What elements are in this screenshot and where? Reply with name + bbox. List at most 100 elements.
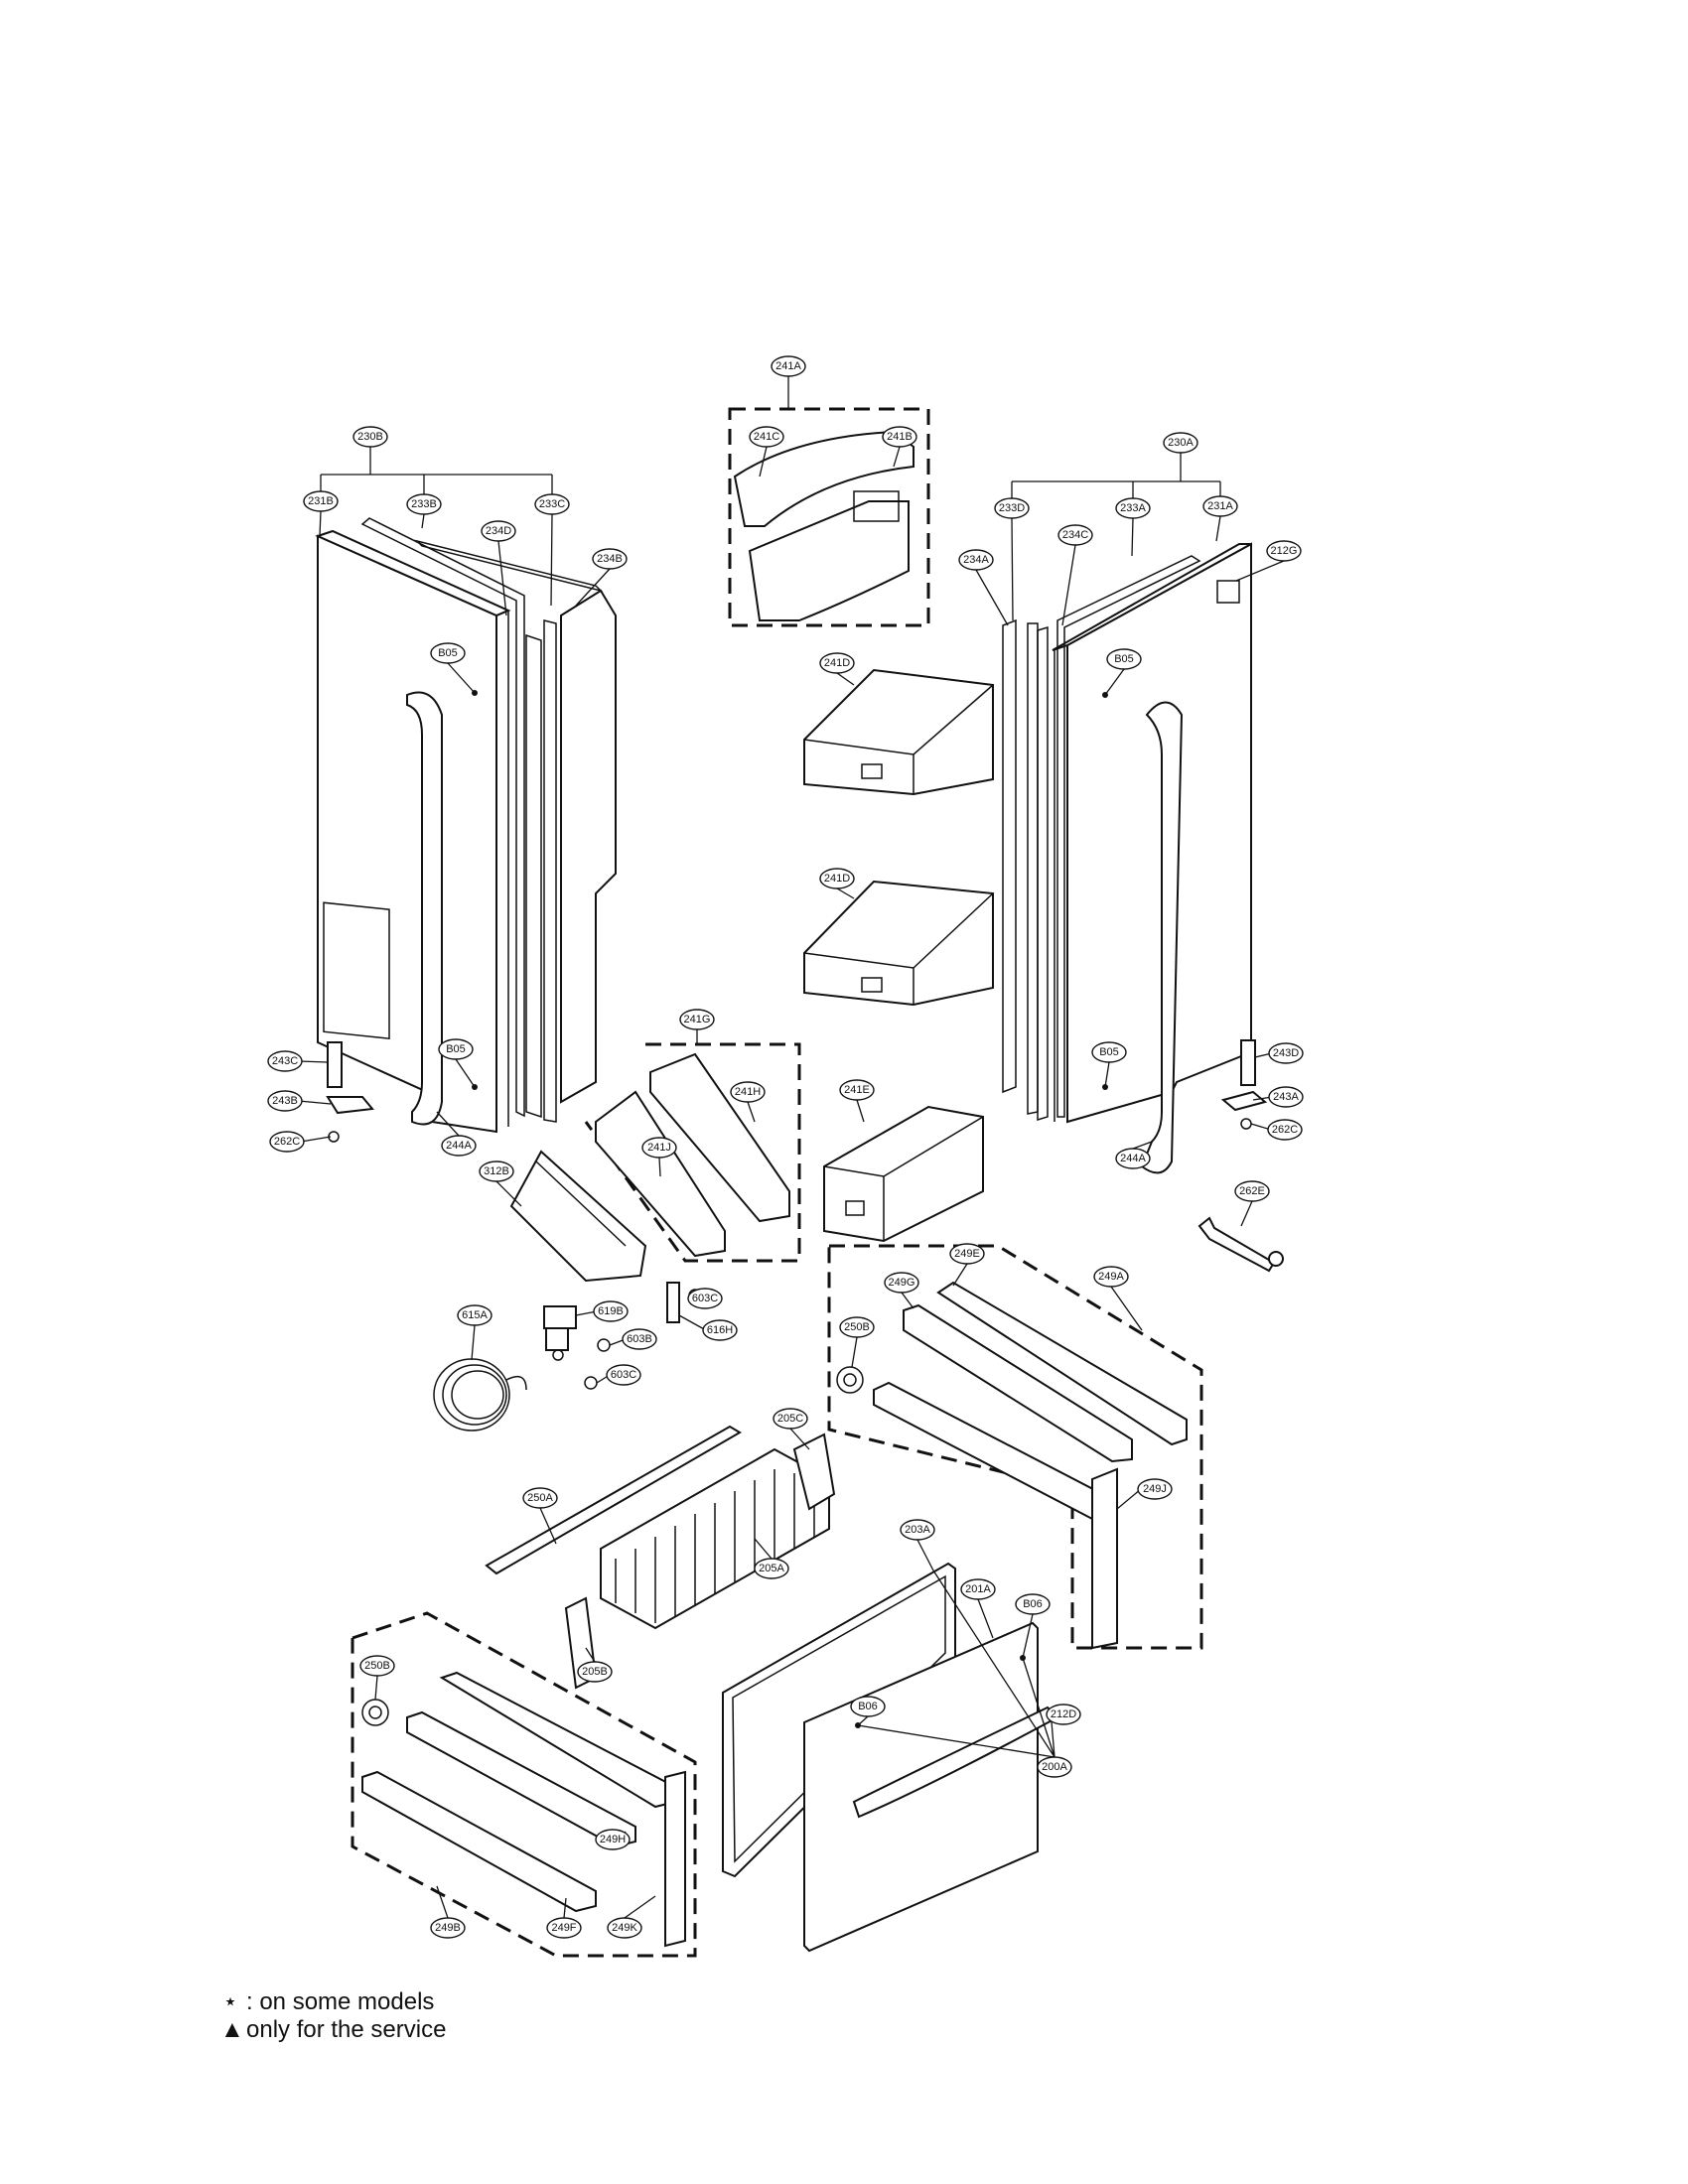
door-bin-241e <box>823 1105 984 1243</box>
callout-231a: 231A <box>1202 495 1238 517</box>
callout-label: 241D <box>824 657 850 669</box>
callout-234a: 234A <box>958 549 994 571</box>
callout-603c: 603C <box>606 1364 641 1386</box>
callout-label: 243B <box>272 1095 298 1107</box>
door-bin-241d-upper <box>803 668 994 796</box>
callout-label: 249J <box>1143 1483 1167 1495</box>
callout-label: B05 <box>1114 653 1134 665</box>
callout-249e: 249E <box>949 1243 985 1265</box>
callout-241j: 241J <box>641 1137 677 1159</box>
callout-label: 249G <box>889 1277 915 1289</box>
callout-label: 249B <box>435 1922 461 1934</box>
callout-label: 249A <box>1098 1271 1124 1283</box>
right-door <box>1052 542 1252 1174</box>
callout-241a: 241A <box>771 355 806 377</box>
callout-label: 241E <box>844 1084 870 1096</box>
callout-label: 262C <box>274 1136 300 1148</box>
callout-619b: 619B <box>593 1300 629 1322</box>
callout-230b: 230B <box>352 426 388 448</box>
callout-label: 241D <box>824 873 850 885</box>
callout-label: 205A <box>759 1563 784 1574</box>
basket-205a <box>564 1433 836 1690</box>
hinge-right <box>1220 1039 1268 1130</box>
group-box-241a <box>728 376 930 627</box>
callout-label: 200A <box>1042 1761 1067 1773</box>
callout-label: 250B <box>844 1321 870 1333</box>
callout-312b: 312B <box>479 1160 514 1182</box>
callout-b05: B05 <box>438 1038 474 1060</box>
callout-b05: B05 <box>1091 1041 1127 1063</box>
callout-label: 244A <box>446 1140 472 1152</box>
callout-label: 243D <box>1273 1047 1299 1059</box>
callout-243d: 243D <box>1268 1042 1304 1064</box>
callout-b05: B05 <box>1106 648 1142 670</box>
callout-label: B05 <box>438 647 458 659</box>
callout-250b: 250B <box>359 1655 395 1677</box>
legend-text-service: only for the service <box>246 2016 447 2043</box>
callout-label: 615A <box>462 1309 488 1321</box>
callout-249f: 249F <box>546 1917 582 1939</box>
callout-233d: 233D <box>994 497 1030 519</box>
cover-312b <box>509 1150 647 1283</box>
callout-label: 231B <box>308 495 334 507</box>
callout-241c: 241C <box>749 426 784 448</box>
callout-label: 241J <box>647 1142 671 1154</box>
callout-262c: 262C <box>269 1131 305 1153</box>
callout-label: B05 <box>446 1043 466 1055</box>
callout-230a: 230A <box>1163 432 1198 454</box>
asterisk-icon: ⋆ <box>222 1988 238 2015</box>
callout-241d: 241D <box>819 868 855 889</box>
wrench-262e <box>1197 1216 1284 1273</box>
triangle-icon: ▲ <box>220 2016 244 2043</box>
callout-249a: 249A <box>1093 1266 1129 1288</box>
callout-label: B06 <box>1023 1598 1043 1610</box>
callout-234c: 234C <box>1057 524 1093 546</box>
callout-200a: 200A <box>1037 1756 1072 1778</box>
callout-label: 249K <box>612 1922 637 1934</box>
callout-label: 616H <box>707 1324 733 1336</box>
callout-label: 203A <box>905 1524 930 1536</box>
callout-241h: 241H <box>730 1081 766 1103</box>
callout-label: 201A <box>965 1583 991 1595</box>
callout-201a: 201A <box>960 1578 996 1600</box>
callout-249j: 249J <box>1137 1478 1173 1500</box>
group-bracket-230a <box>1011 453 1221 498</box>
callout-label: 312B <box>484 1165 509 1177</box>
callout-b06: B06 <box>850 1696 886 1717</box>
callout-249h: 249H <box>595 1829 631 1850</box>
legend: ⋆ : on some models ▲ only for the servic… <box>220 1988 446 2044</box>
callout-241d: 241D <box>819 652 855 674</box>
callout-205b: 205B <box>577 1661 613 1683</box>
callout-231b: 231B <box>303 490 339 512</box>
callout-label: 603C <box>692 1293 718 1304</box>
hinge-left <box>326 1041 374 1143</box>
callout-label: 234A <box>963 554 989 566</box>
callout-234d: 234D <box>481 520 516 542</box>
callout-label: 241H <box>735 1086 761 1098</box>
callout-label: 241A <box>775 360 801 372</box>
callout-label: 230B <box>357 431 383 443</box>
callout-250b: 250B <box>839 1316 875 1338</box>
callout-label: 250B <box>364 1660 390 1672</box>
group-box-249a <box>827 1244 1203 1650</box>
callout-249b: 249B <box>430 1917 466 1939</box>
callout-615a: 615A <box>457 1304 492 1326</box>
callout-label: 234B <box>597 553 623 565</box>
legend-row-some-models: ⋆ : on some models <box>220 1988 446 2016</box>
callout-243a: 243A <box>1268 1086 1304 1108</box>
callout-241b: 241B <box>882 426 917 448</box>
legend-row-service: ▲ only for the service <box>220 2016 446 2044</box>
callout-244a: 244A <box>441 1135 477 1157</box>
callout-label: B06 <box>858 1701 878 1712</box>
callout-241g: 241G <box>679 1009 715 1030</box>
callout-241e: 241E <box>839 1079 875 1101</box>
callout-label: 230A <box>1168 437 1194 449</box>
callout-212d: 212D <box>1046 1704 1081 1725</box>
callout-233c: 233C <box>534 493 570 515</box>
callout-label: 233D <box>999 502 1025 514</box>
callout-205a: 205A <box>754 1558 789 1579</box>
legend-text-some-models: : on some models <box>246 1988 435 2015</box>
group-box-249b <box>351 1611 697 1958</box>
callout-label: 205B <box>582 1666 608 1678</box>
